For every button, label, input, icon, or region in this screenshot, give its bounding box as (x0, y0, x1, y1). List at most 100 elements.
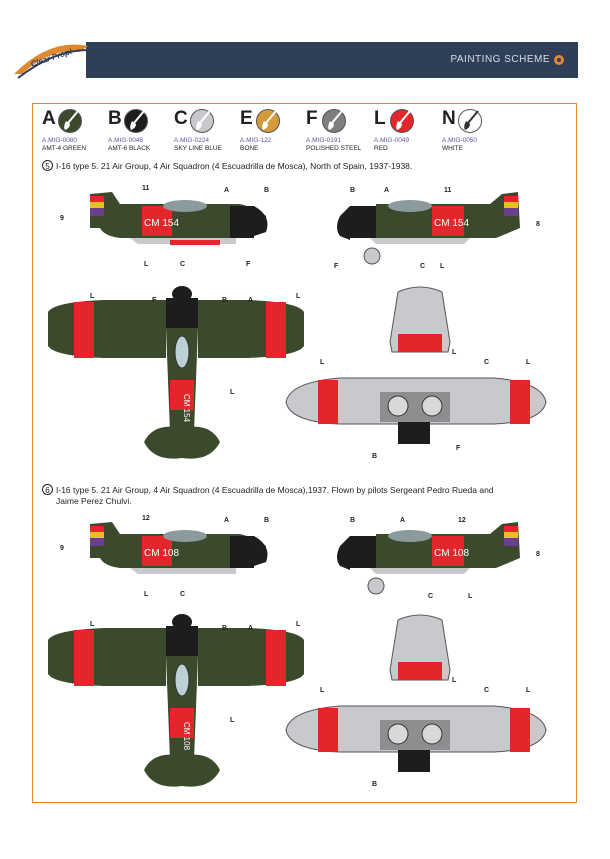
paint-callout-label: 9 (60, 215, 64, 222)
paint-name: AMT-4 GREEN (42, 145, 87, 152)
paint-callout-label: B (264, 517, 269, 524)
paint-code: A.MIG-0191 (306, 137, 342, 144)
scheme-number: 6 (42, 484, 53, 495)
aircraft-code: CM 154 (182, 394, 191, 423)
paint-callout-label: 12 (458, 517, 466, 524)
paint-callout-label: B (264, 187, 269, 194)
paint-callout-label: C (428, 593, 433, 600)
aircraft-code: CM 108 (144, 548, 179, 559)
paint-callout-label: L (526, 687, 531, 694)
paint-callout-label: L (230, 717, 235, 724)
brush-icon (262, 110, 277, 130)
header-bar (0, 42, 578, 78)
aircraft-left-profile: CM 154 9 11 A B L C F (60, 185, 269, 268)
paint-callout-label: 9 (60, 545, 64, 552)
paint-callout-label: L (90, 293, 95, 300)
paint-callout-label: A (248, 625, 253, 632)
paint-callout-label: L (90, 621, 95, 628)
paint-callout-label: A (248, 297, 253, 304)
paint-callout-label: A (224, 187, 229, 194)
paint-code: A.MIG-122 (240, 137, 272, 144)
paint-callout-label: F (152, 297, 157, 304)
gear-icon (554, 55, 564, 65)
paint-letter: F (306, 108, 318, 129)
aircraft-code: CM 108 (182, 722, 191, 751)
paint-code: A.MIG-0080 (42, 137, 78, 144)
paint-callout-label: C (180, 261, 185, 268)
brush-icon (64, 110, 79, 130)
paint-callout-label: L (296, 293, 301, 300)
paint-letter: C (174, 108, 188, 129)
paint-callout-label: L (320, 687, 325, 694)
paint-callout-label: F (456, 445, 461, 452)
scheme-number: 5 (42, 160, 53, 171)
paint-letter: E (240, 108, 253, 129)
aircraft-bottom-view: L L C L B (285, 614, 547, 788)
paint-letter: L (374, 108, 386, 129)
paint-callout-label: L (320, 359, 325, 366)
paint-callout-label: L (144, 261, 149, 268)
paint-callout-label: B (372, 781, 377, 788)
paint-callout-label: 11 (444, 187, 452, 194)
scheme-description: I-16 type 5. 21 Air Group, 4 Air Squadro… (56, 161, 413, 171)
brush-icon (130, 110, 145, 130)
brush-icon (196, 110, 211, 130)
content-frame (32, 103, 577, 803)
paint-callout-label: B (222, 297, 227, 304)
paint-name: WHITE (442, 145, 463, 152)
page-title: PAINTING SCHEME (450, 54, 550, 65)
paint-callout-label: 11 (142, 185, 150, 192)
paint-code: A.MIG-0049 (374, 137, 410, 144)
paint-callout-label: 8 (536, 551, 540, 558)
paint-callout-label: B (372, 453, 377, 460)
paint-callout-label: F (246, 261, 251, 268)
aircraft-top-view: CM 154 L F B A L L (48, 286, 304, 459)
paint-callout-label: A (384, 187, 389, 194)
paint-callout-label: B (350, 517, 355, 524)
paint-callout-label: L (144, 591, 149, 598)
paint-callout-label: C (484, 687, 489, 694)
aircraft-right-profile: CM 154 8 11 B A F C L (334, 187, 540, 270)
paint-callout-label: L (452, 677, 457, 684)
paint-callout-label: L (230, 389, 235, 396)
aircraft-left-profile: CM 108 9 12 A B L C (60, 515, 269, 598)
paint-letter: A (42, 108, 56, 129)
aircraft-bottom-view: L L C L B F (285, 286, 547, 460)
paint-callout-label: B (222, 625, 227, 632)
paint-callout-label: L (526, 359, 531, 366)
brush-icon (464, 110, 479, 130)
paint-callout-label: C (420, 263, 425, 270)
scheme-description-line2: Jaime Perez Chulvi. (56, 496, 132, 506)
paint-callout-label: 8 (536, 221, 540, 228)
aircraft-code: CM 108 (434, 548, 469, 559)
paint-callout-label: 12 (142, 515, 150, 522)
aircraft-code: CM 154 (434, 218, 469, 229)
paint-name: BONE (240, 145, 259, 152)
paint-code: A.MIG-0224 (174, 137, 210, 144)
aircraft-right-profile: CM 108 8 12 B A C L (337, 517, 540, 600)
paint-code: A.MIG-0050 (442, 137, 478, 144)
paint-callout-label: A (224, 517, 229, 524)
paint-callout-label: L (452, 349, 457, 356)
paint-callout-label: L (440, 263, 445, 270)
paint-letter: N (442, 108, 456, 129)
paint-callout-label: A (400, 517, 405, 524)
paint-name: SKY LINE BLUE (174, 145, 222, 152)
paint-callout-label: C (484, 359, 489, 366)
paint-callout-label: B (350, 187, 355, 194)
paint-callout-label: C (180, 591, 185, 598)
brush-icon (396, 110, 411, 130)
scheme-description: I-16 type 5. 21 Air Group, 4 Air Squadro… (56, 485, 494, 495)
paint-letter: B (108, 108, 122, 129)
paint-callout-label: F (334, 263, 339, 270)
aircraft-top-view: CM 108 L B A L L (48, 614, 304, 787)
clear-prop-logo: Clear Prop! (14, 44, 89, 79)
paint-callout-label: L (468, 593, 473, 600)
paint-callout-label: L (296, 621, 301, 628)
paint-name: POLISHED STEEL (306, 145, 362, 152)
paint-name: AMT-6 BLACK (108, 145, 151, 152)
brush-icon (328, 110, 343, 130)
paint-code: A.MIG-0046 (108, 137, 144, 144)
